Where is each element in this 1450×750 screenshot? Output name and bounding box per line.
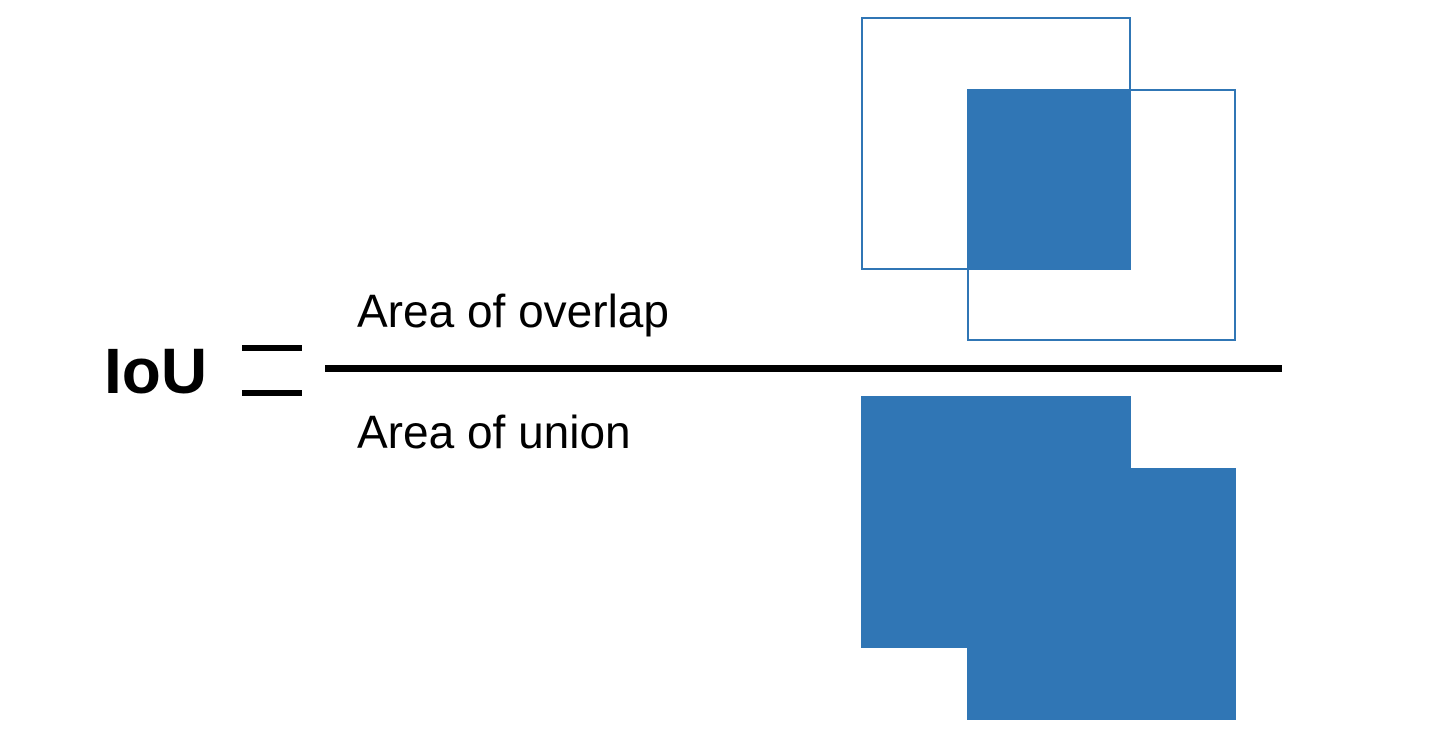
equals-sign — [242, 345, 302, 396]
union-box-b — [967, 468, 1236, 720]
box-a-outline — [861, 17, 1131, 270]
overlap-region — [967, 89, 1130, 269]
iou-label: IoU — [104, 335, 208, 407]
equals-sign-bottom-bar — [242, 390, 302, 396]
numerator-label: Area of overlap — [357, 285, 669, 337]
fraction-line — [325, 365, 1282, 372]
box-b-outline — [967, 89, 1236, 341]
denominator-label: Area of union — [357, 406, 631, 458]
equals-sign-top-bar — [242, 345, 302, 351]
